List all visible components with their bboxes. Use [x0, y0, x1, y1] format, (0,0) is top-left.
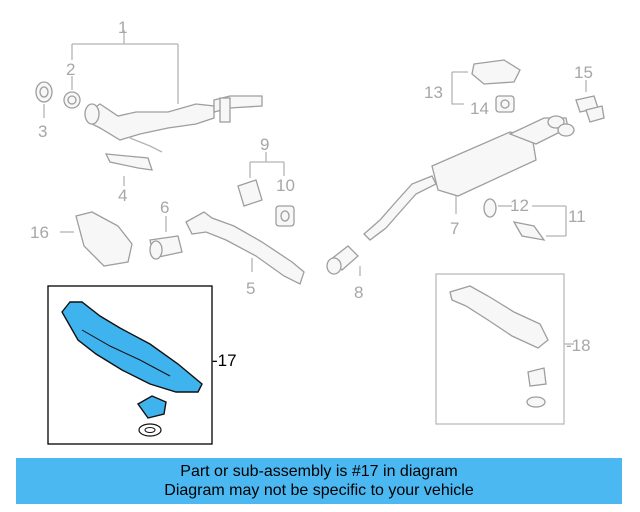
- callout-1: 1: [118, 18, 127, 37]
- callout-14: 14: [470, 99, 489, 118]
- part-13-heat-shield-tip: [451, 59, 521, 105]
- part-17-heat-shield: [61, 301, 203, 393]
- info-banner: Part or sub-assembly is #17 in diagram D…: [16, 458, 622, 504]
- part-12-rubber-insulator: [483, 198, 512, 218]
- callout-3: 3: [38, 122, 47, 141]
- callout-6: 6: [160, 198, 169, 217]
- part-14-rubber-hanger: [495, 95, 515, 113]
- part-4-bracket: [104, 153, 153, 186]
- part-7-muffler-assembly: [363, 115, 575, 241]
- callout-9: 9: [260, 135, 269, 154]
- part-1-front-pipe: [71, 30, 263, 153]
- part-16-heat-shield: [60, 211, 133, 267]
- callout-16: 16: [30, 223, 49, 242]
- part-17-heat-shield-box: [47, 285, 213, 445]
- callout-13: 13: [424, 83, 443, 102]
- callout-8: 8: [354, 283, 363, 302]
- callout-17: -17: [212, 351, 237, 370]
- part-15-exhaust-tips: [575, 80, 605, 123]
- part-6-clamp: [149, 216, 183, 260]
- callout-2: 2: [66, 60, 75, 79]
- callout-18: -18: [566, 336, 591, 355]
- callout-11: 11: [568, 207, 586, 226]
- callout-15: 15: [574, 63, 593, 82]
- callout-10: 10: [276, 176, 295, 195]
- part-17-gasket: [138, 423, 162, 437]
- part-10-rubber-hanger: [275, 205, 295, 227]
- part-17-bracket: [136, 395, 167, 419]
- part-18-heat-shield-box: [435, 273, 574, 425]
- banner-line-1: Part or sub-assembly is #17 in diagram: [180, 463, 458, 480]
- callout-7: 7: [450, 219, 459, 238]
- part-2-flange-gasket: [63, 76, 81, 109]
- part-11-hanger-bracket: [512, 205, 567, 241]
- part-5-intermediate-pipe: [185, 211, 305, 285]
- callout-5: 5: [246, 279, 255, 298]
- banner-line-2: Diagram may not be specific to your vehi…: [164, 482, 474, 499]
- callout-4: 4: [118, 186, 127, 205]
- part-9-hanger-bracket: [237, 152, 285, 207]
- callout-12: 12: [510, 196, 529, 215]
- part-8-clamp: [326, 245, 361, 276]
- part-3-gasket-ring: [35, 81, 53, 118]
